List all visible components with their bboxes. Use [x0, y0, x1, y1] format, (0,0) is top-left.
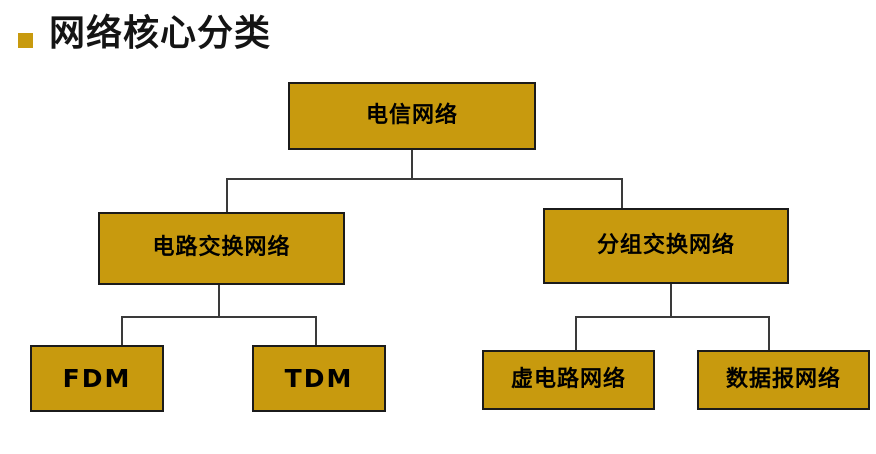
square-bullet-icon — [18, 32, 33, 48]
node-datagram-network[interactable]: 数据报网络 — [697, 350, 870, 410]
connector-circuit-stem — [218, 285, 220, 317]
connector-packet-bus — [575, 316, 770, 318]
connector-packet-to-datagram — [768, 316, 770, 350]
connector-packet-to-vc — [575, 316, 577, 350]
connector-circuit-bus — [121, 316, 317, 318]
connector-root-bus — [226, 178, 623, 180]
node-virtual-circuit-network[interactable]: 虚电路网络 — [482, 350, 655, 410]
page-title-text: 网络核心分类 — [49, 13, 272, 54]
node-tdm[interactable]: TDM — [252, 345, 386, 412]
connector-circuit-to-fdm — [121, 316, 123, 346]
connector-root-to-circuit — [226, 178, 228, 213]
node-telecom-network[interactable]: 电信网络 — [288, 82, 536, 150]
node-label: 虚电路网络 — [510, 366, 626, 392]
node-circuit-switched-network[interactable]: 电路交换网络 — [98, 212, 345, 285]
connector-root-stem — [411, 150, 413, 179]
connector-root-to-packet — [621, 178, 623, 213]
node-label: 数据报网络 — [725, 366, 841, 392]
node-label: TDM — [284, 363, 354, 393]
connector-circuit-to-tdm — [315, 316, 317, 346]
connector-packet-stem — [670, 284, 672, 317]
node-label: 分组交换网络 — [596, 232, 735, 258]
node-packet-switched-network[interactable]: 分组交换网络 — [543, 208, 789, 284]
node-label: 电信网络 — [365, 102, 458, 128]
node-label: 电路交换网络 — [152, 235, 291, 261]
node-label: FDM — [62, 363, 132, 393]
node-fdm[interactable]: FDM — [30, 345, 164, 412]
page-title: 网络核心分类 — [18, 12, 271, 56]
